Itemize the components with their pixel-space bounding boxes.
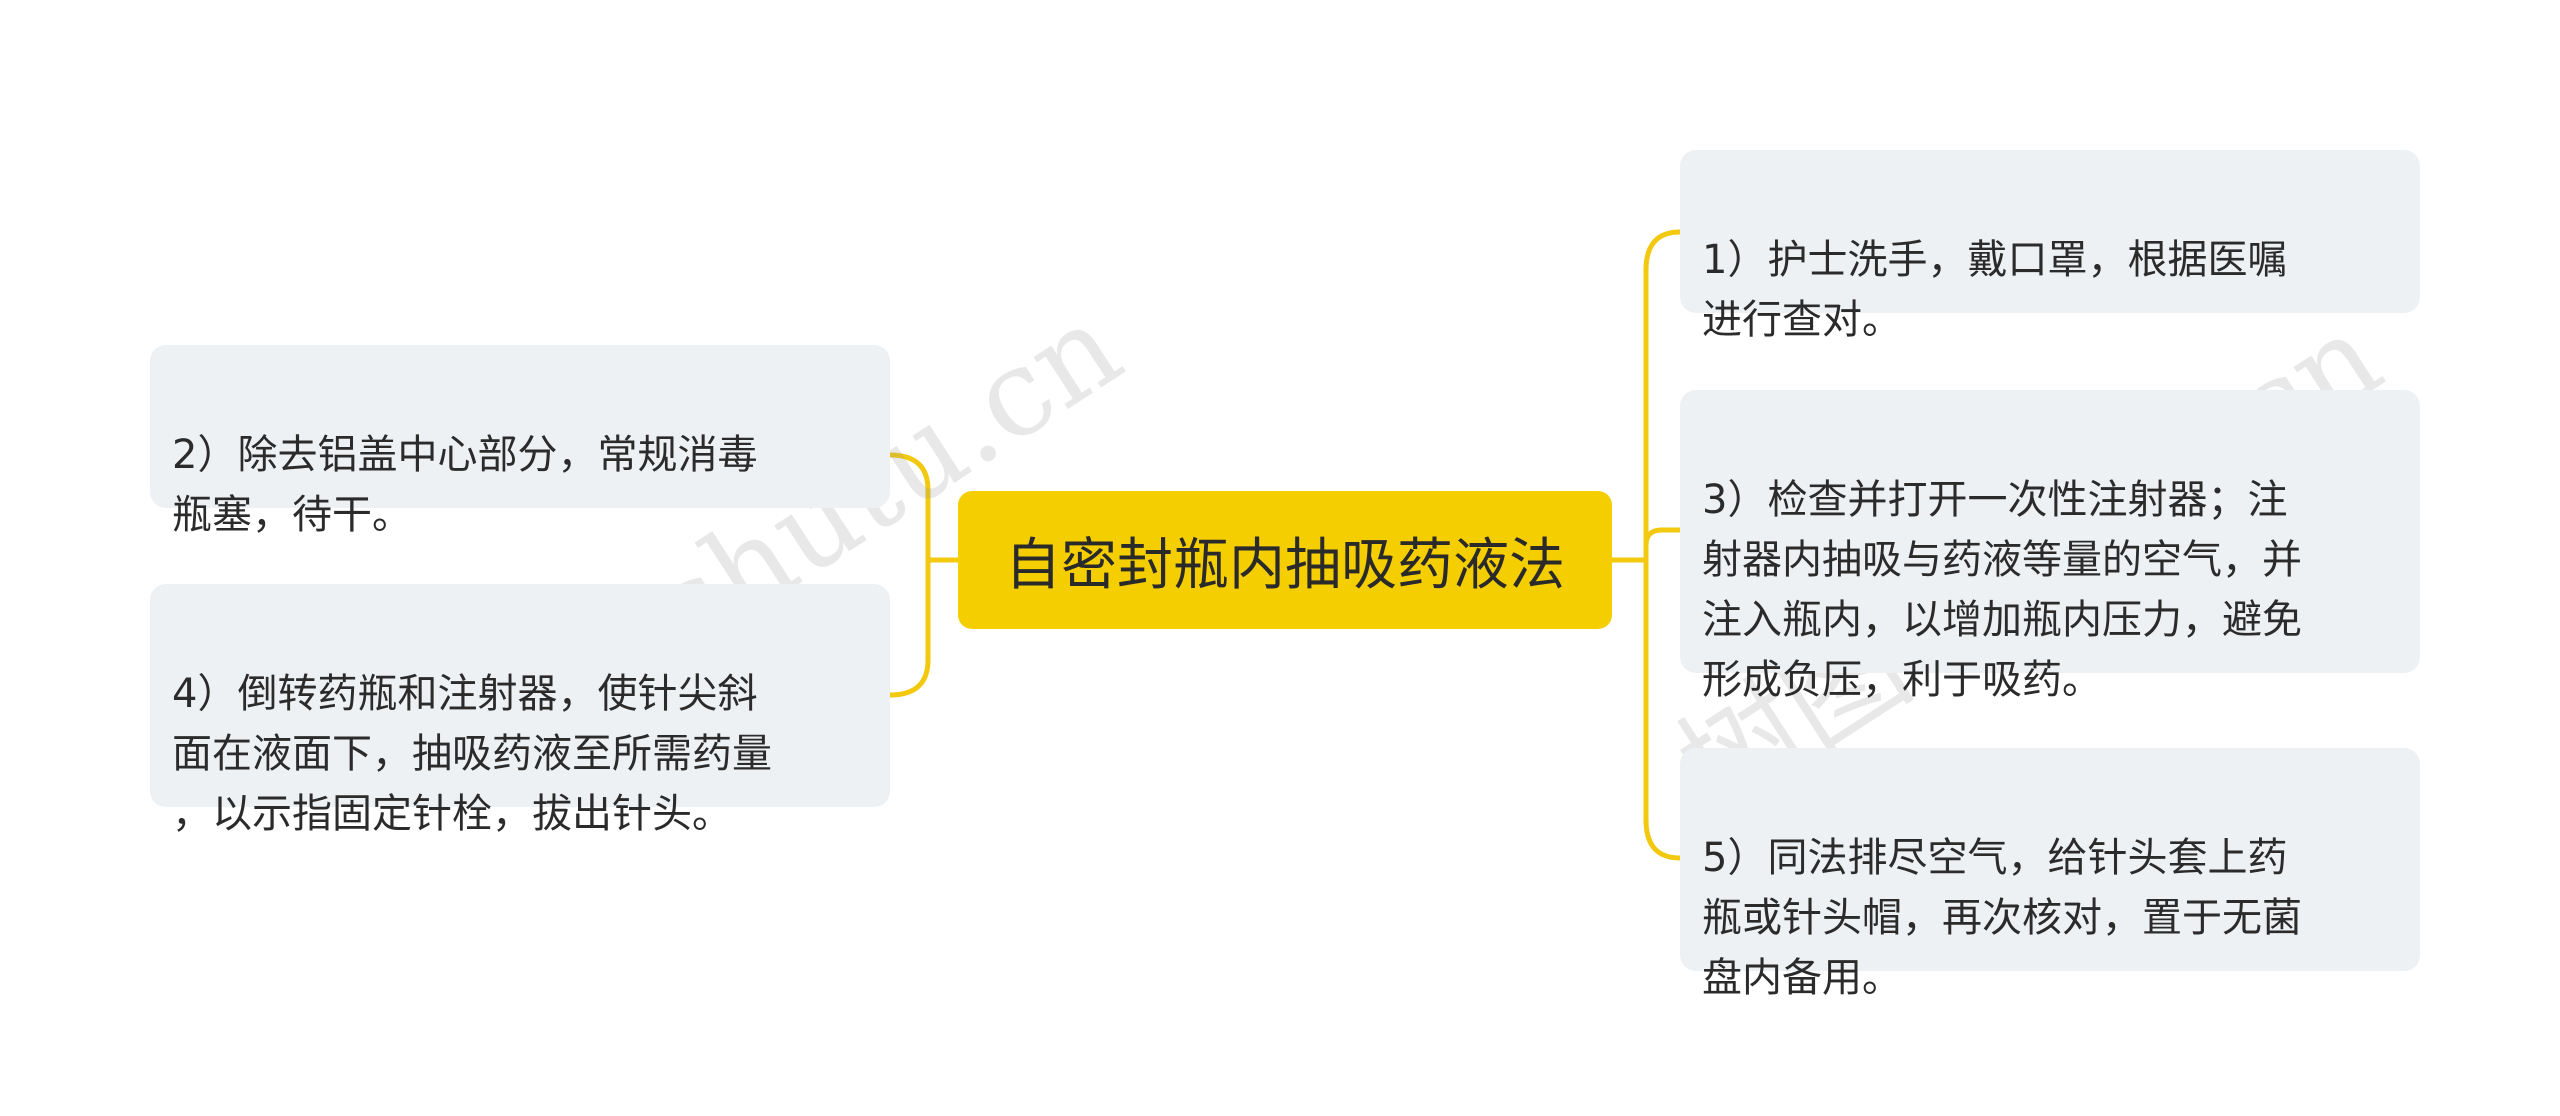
connector-right-mid — [1643, 527, 1683, 548]
topic-step-2[interactable]: 2）除去铝盖中心部分，常规消毒 瓶塞，待干。 — [150, 345, 890, 538]
topic-label: 4）倒转药瓶和注射器，使针尖斜 面在液面下，抽吸药液至所需药量 ，以示指固定针栓… — [172, 671, 772, 837]
central-topic-label: 自密封瓶内抽吸药液法 — [1005, 532, 1565, 598]
topic-step-4[interactable]: 4）倒转药瓶和注射器，使针尖斜 面在液面下，抽吸药液至所需药量 ，以示指固定针栓… — [150, 584, 890, 837]
connector-right-trunk — [1643, 229, 1683, 861]
topic-step-3[interactable]: 3）检查并打开一次性注射器；注 射器内抽吸与药液等量的空气，并 注入瓶内，以增加… — [1680, 390, 2420, 703]
connector-left-trunk — [887, 452, 931, 698]
topic-label: 3）检查并打开一次性注射器；注 射器内抽吸与药液等量的空气，并 注入瓶内，以增加… — [1702, 477, 2302, 703]
topic-label: 2）除去铝盖中心部分，常规消毒 瓶塞，待干。 — [172, 432, 758, 538]
topic-step-1[interactable]: 1）护士洗手，戴口罩，根据医嘱 进行查对。 — [1680, 150, 2420, 343]
topic-label: 5）同法排尽空气，给针头套上药 瓶或针头帽，再次核对，置于无菌 盘内备用。 — [1702, 835, 2302, 1001]
central-topic[interactable]: 自密封瓶内抽吸药液法 — [958, 491, 1612, 629]
topic-label: 1）护士洗手，戴口罩，根据医嘱 进行查对。 — [1702, 237, 2288, 343]
topic-step-5[interactable]: 5）同法排尽空气，给针头套上药 瓶或针头帽，再次核对，置于无菌 盘内备用。 — [1680, 748, 2420, 1001]
